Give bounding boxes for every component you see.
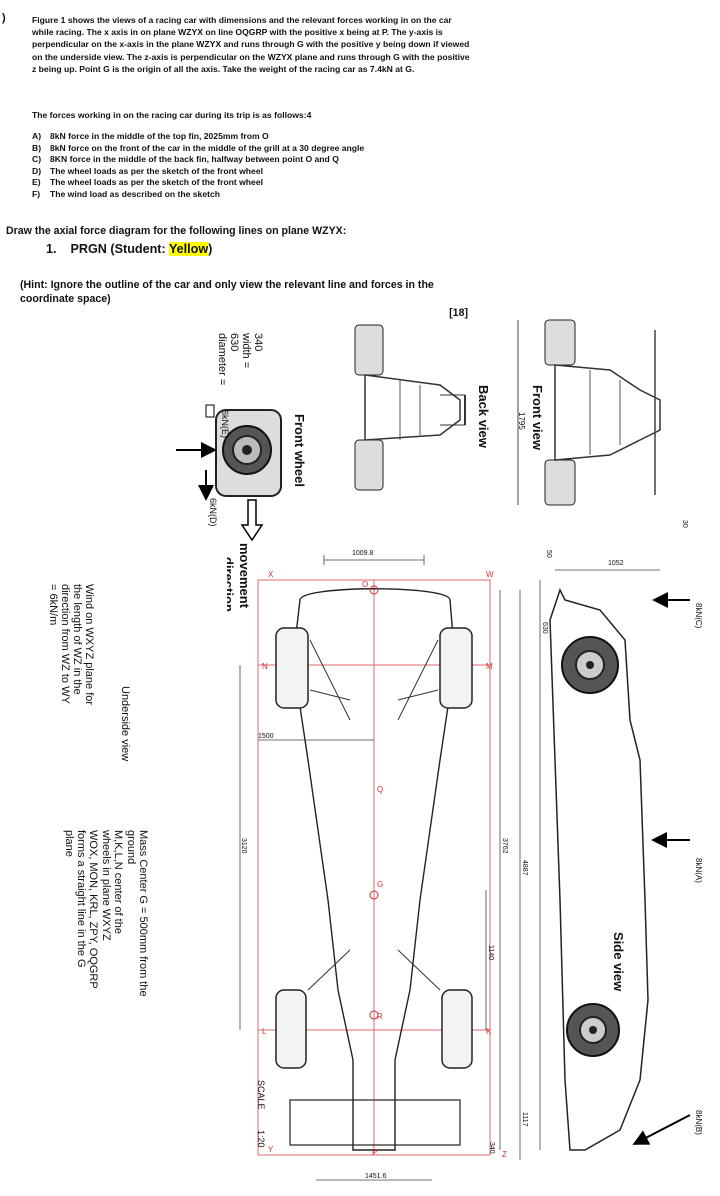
intro-paragraph: Figure 1 shows the views of a racing car… bbox=[32, 15, 470, 74]
side-view-sketch bbox=[519, 569, 691, 1160]
front-wheel-sketch bbox=[176, 404, 282, 501]
student-highlight: Yellow bbox=[168, 242, 209, 256]
wheel-spec-line: width = bbox=[240, 333, 252, 369]
point-label-r: R bbox=[377, 1012, 383, 1021]
dimension-label: 1140 bbox=[487, 945, 494, 961]
dimension-label: 340 bbox=[488, 1142, 495, 1154]
force-list: A)8kN force in the middle of the top fin… bbox=[32, 131, 364, 201]
force-item: F)The wind load as described on the sket… bbox=[32, 188, 221, 199]
point-label-k: K bbox=[486, 1027, 492, 1036]
force-item: E)The wheel loads as per the sketch of t… bbox=[32, 177, 263, 188]
dimension-label: 1451.6 bbox=[365, 1173, 387, 1180]
force-item: C)8KN force in the middle of the back fi… bbox=[32, 154, 339, 165]
force-a-label: 8kN(A) bbox=[694, 858, 703, 883]
wheel-spec-line: 340 bbox=[252, 333, 264, 352]
dimension-label: 3120 bbox=[240, 838, 247, 854]
dimension-label: 1117 bbox=[521, 1112, 528, 1127]
underside-view-title: Underside view bbox=[119, 686, 131, 762]
point-label-x: X bbox=[268, 570, 274, 579]
marks: [18] bbox=[449, 307, 468, 319]
hint-block: (Hint: Ignore the outline of the car and… bbox=[20, 278, 468, 320]
force-b-label: 8kN(B) bbox=[694, 1110, 703, 1135]
dimension-label: 50 bbox=[545, 550, 552, 558]
hint-text: (Hint: Ignore the outline of the car and… bbox=[20, 279, 434, 305]
point-label-z: Z bbox=[502, 1150, 507, 1159]
force-d-label: 6kN(D) bbox=[208, 498, 218, 527]
point-label-p: P bbox=[372, 1148, 378, 1157]
point-label-w: W bbox=[486, 570, 494, 579]
wheel-spec-line: 630 bbox=[228, 333, 240, 352]
front-view-title: Front view bbox=[530, 385, 545, 451]
force-item: D)The wheel loads as per the sketch of t… bbox=[32, 165, 263, 176]
dimension-label: 4887 bbox=[521, 860, 528, 876]
force-e-label: 6kN(E) bbox=[220, 410, 230, 439]
force-item: B)8kN force on the front of the car in t… bbox=[32, 142, 365, 153]
scale-label: SCALE bbox=[256, 1080, 266, 1110]
dimension-label: 1500 bbox=[258, 733, 274, 740]
underside-view-sketch bbox=[239, 555, 501, 1181]
force-c-label: 8kN(C) bbox=[694, 603, 703, 629]
back-view-sketch bbox=[354, 324, 466, 491]
side-view-title: Side view bbox=[611, 932, 626, 992]
task-instruction: Draw the axial force diagram for the fol… bbox=[6, 225, 347, 237]
scale-value: 1:20 bbox=[256, 1130, 266, 1148]
front-view-sketch bbox=[517, 319, 661, 506]
point-label-y: Y bbox=[268, 1145, 274, 1154]
dimension-label: 1052 bbox=[608, 560, 624, 567]
dimension-label: 1795 bbox=[517, 412, 526, 430]
subtask: 1.PRGN (Student: Yellow) bbox=[46, 242, 213, 256]
point-label-q: Q bbox=[377, 785, 384, 794]
point-label-o: O bbox=[362, 580, 369, 589]
point-label-m: M bbox=[486, 662, 493, 671]
force-b-arrow bbox=[632, 1114, 691, 1145]
back-view-title: Back view bbox=[476, 385, 491, 448]
movement-label: movement bbox=[237, 543, 252, 609]
dimension-label: 30 bbox=[681, 520, 688, 528]
question-marker: ) bbox=[2, 12, 6, 24]
dimension-label: 3762 bbox=[501, 838, 508, 854]
forces-heading: The forces working in on the racing car … bbox=[32, 110, 312, 120]
point-label-l: L bbox=[262, 1027, 267, 1036]
force-item: A)8kN force in the middle of the top fin… bbox=[32, 131, 269, 141]
point-label-n: N bbox=[262, 662, 268, 671]
dimension-label: 630 bbox=[541, 622, 548, 634]
front-wheel-title: Front wheel bbox=[292, 414, 307, 487]
wheel-spec-line: diameter = bbox=[216, 333, 228, 386]
dimension-label: 1009.8 bbox=[352, 550, 374, 557]
point-label-g: G bbox=[377, 880, 384, 889]
movement-arrow bbox=[240, 499, 264, 542]
